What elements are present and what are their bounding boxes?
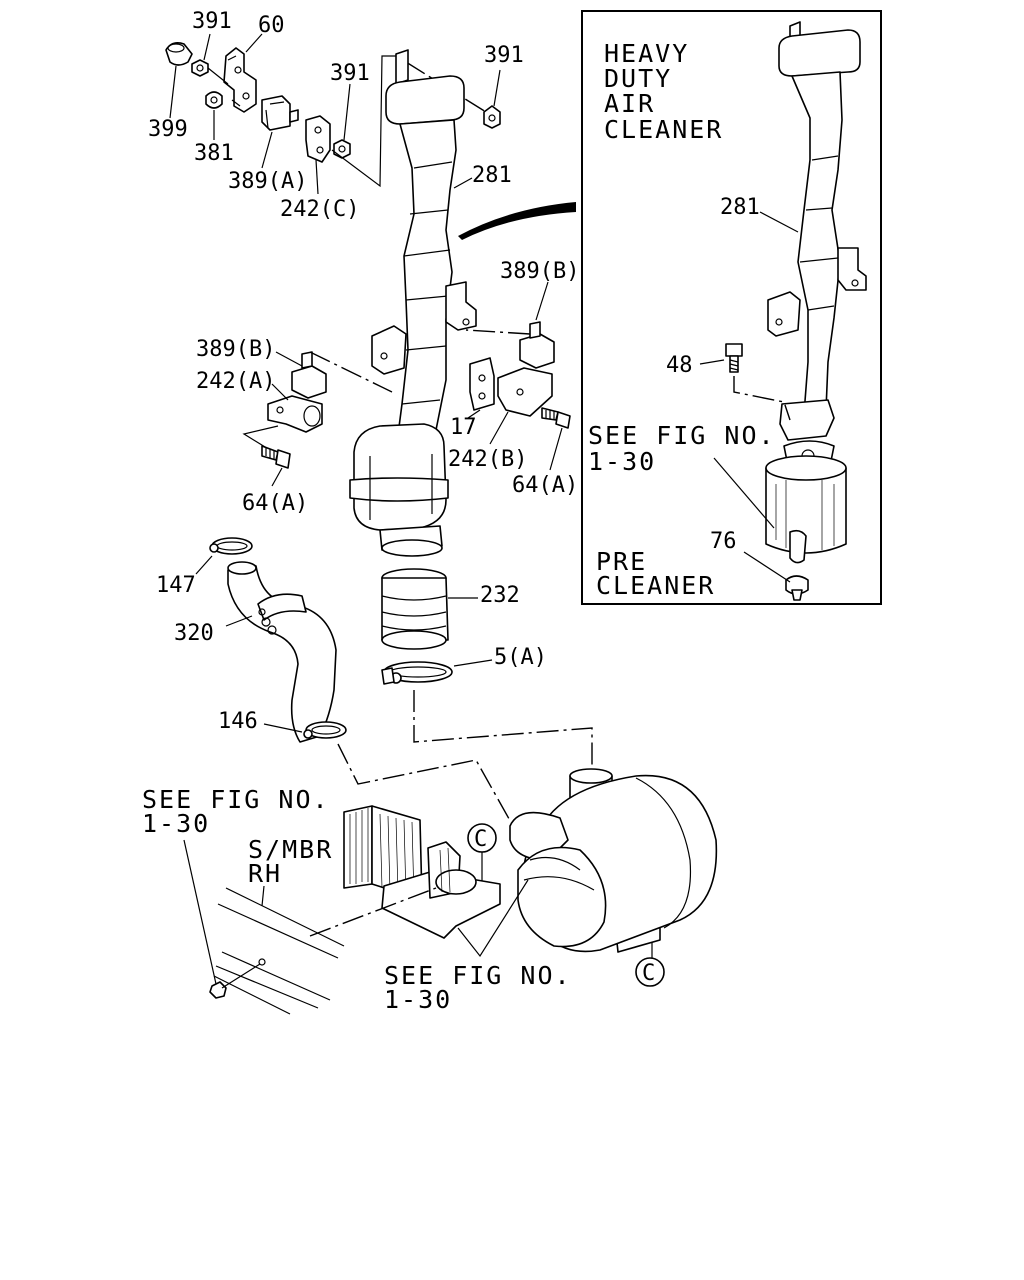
- callout-60: 60: [258, 13, 285, 38]
- nut-391-a: 391: [191, 9, 232, 77]
- callout-17: 17: [450, 415, 477, 440]
- mount-chain-line-right: [465, 329, 531, 335]
- inset-callout-76: 76: [710, 529, 737, 554]
- mount-389b-left: 389(B): [196, 337, 327, 399]
- inset-pre-cleaner: SEE FIG NO. 1-30: [588, 421, 847, 564]
- callout-242a: 242(A): [196, 369, 275, 394]
- bolt-64a-left: 64(A): [242, 445, 308, 516]
- inset-callout-281: 281: [720, 195, 760, 220]
- mounting-bracket: [343, 805, 501, 939]
- main-air-cleaner: [509, 768, 718, 953]
- nut-391-b: 391: [330, 61, 370, 159]
- callout-147: 147: [156, 573, 196, 598]
- clamp-146: 146: [218, 709, 347, 739]
- inset-callout-48: 48: [666, 353, 693, 378]
- callout-391-b: 391: [330, 61, 370, 86]
- side-member-label: S/MBR RH: [248, 835, 350, 888]
- bracket-60: 60: [207, 13, 285, 113]
- washer-381: 381: [194, 91, 234, 166]
- inset-pointer-arrow: [458, 202, 576, 240]
- callout-281: 281: [472, 163, 512, 188]
- bracket-242a: 242(A): [196, 369, 323, 451]
- hose-320: 320: [174, 561, 337, 743]
- callout-320: 320: [174, 621, 214, 646]
- callout-5a: 5(A): [494, 645, 547, 670]
- callout-242c: 242(C): [280, 197, 359, 222]
- callout-232: 232: [480, 583, 520, 608]
- callout-389b-left: 389(B): [196, 337, 275, 362]
- callout-391-a: 391: [192, 9, 232, 34]
- callout-64a-left: 64(A): [242, 491, 308, 516]
- bolt-64a-right: 64(A): [512, 407, 578, 498]
- see-fig-bottom-note: SEE FIG NO. 1-30: [384, 879, 589, 1014]
- clamp-5a: 5(A): [381, 645, 547, 685]
- clamp-147: 147: [156, 537, 253, 598]
- callout-146: 146: [218, 709, 258, 734]
- snorkel-281: 281: [371, 49, 512, 457]
- bracket-242c: 242(C): [280, 115, 359, 222]
- mount-389a: 389(A): [228, 95, 307, 194]
- svg-text:SEE FIG NO. 1-30: SEE FIG NO. 1-30: [384, 961, 589, 1014]
- inset-pre-cleaner-label: PRE CLEANER: [596, 547, 715, 600]
- inset-bolt-48: 48: [666, 343, 791, 421]
- cap-399: 399: [148, 42, 193, 142]
- mount-chain-line-left: [309, 351, 393, 393]
- boot-232: 232: [381, 568, 520, 650]
- bracket-17: 17: [450, 357, 495, 440]
- inset-cap-76: 76 PRE CLEANER: [596, 529, 809, 601]
- svg-text:C: C: [642, 961, 655, 986]
- svg-text:C: C: [474, 827, 487, 852]
- svg-text:SEE FIG NO. 1-30: SEE FIG NO. 1-30: [142, 785, 347, 838]
- callout-389a: 389(A): [228, 169, 307, 194]
- inset-snorkel: 281: [720, 21, 867, 441]
- mount-389b-right: 389(B): [500, 259, 579, 369]
- circle-c-lower: C: [635, 942, 665, 987]
- callout-399: 399: [148, 117, 188, 142]
- inset-title: HEAVY DUTY AIR CLEANER: [604, 39, 723, 144]
- callout-242b: 242(B): [448, 447, 527, 472]
- callout-391-c: 391: [484, 43, 524, 68]
- callout-389b-right: 389(B): [500, 259, 579, 284]
- circle-c-upper: C: [467, 823, 497, 884]
- bracket-242b: 242(B): [448, 367, 553, 472]
- chain-line-boot-to-cleaner: [413, 690, 593, 766]
- callout-64a-right: 64(A): [512, 473, 578, 498]
- inset-see-fig: SEE FIG NO. 1-30: [588, 421, 793, 476]
- see-fig-left-note: SEE FIG NO. 1-30: [142, 785, 347, 985]
- side-member-rh: S/MBR RH: [209, 835, 437, 1015]
- inset-panel: HEAVY DUTY AIR CLEANER 281 48: [581, 10, 882, 605]
- callout-381: 381: [194, 141, 234, 166]
- air-cleaner-top: [349, 423, 449, 557]
- chain-line-hose-to-cleaner: [337, 743, 523, 843]
- mount-chain-line-top: [331, 55, 396, 188]
- inset-frame: [581, 10, 882, 605]
